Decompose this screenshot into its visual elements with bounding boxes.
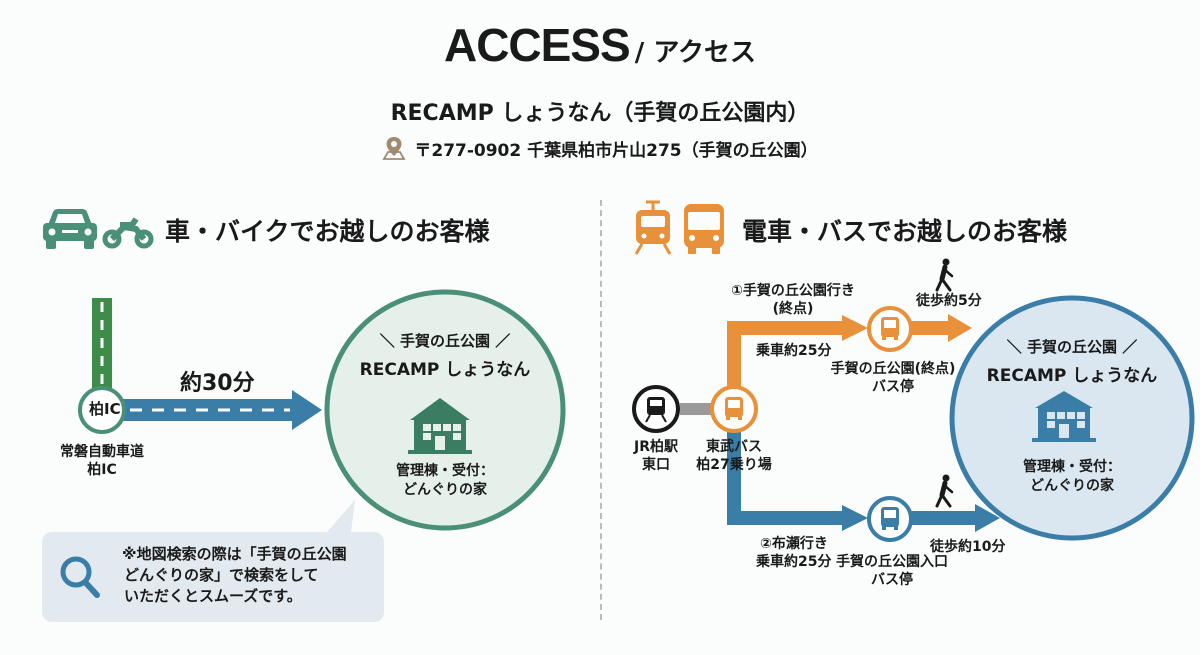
car-section-title: 車・バイクでお越しのお客様	[165, 217, 490, 246]
route1-line	[727, 321, 845, 395]
route1-ride: 乗車約25分	[756, 343, 832, 359]
car-route-diagram	[78, 289, 566, 540]
note-line1: ※地図検索の際は「手賀の丘公園	[122, 545, 347, 563]
route1-walking-person-icon	[935, 258, 954, 292]
ic-node-label: 柏IC	[89, 400, 121, 418]
transit-building-icon	[1032, 391, 1096, 442]
train-icon	[634, 200, 672, 255]
transit-destination-caption: 管理棟・受付： どんぐりの家	[952, 458, 1192, 496]
route1-walk-line	[910, 321, 950, 335]
station-label-line1: JR柏駅	[634, 439, 678, 455]
motorcycle-icon	[102, 217, 154, 249]
transit-section-icons	[634, 200, 724, 255]
bus-terminal-label-line1: 東武バス	[706, 439, 762, 455]
transit-destination: ＼ 手賀の丘公園 ／ RECAMP しょうなん 管理棟・受付： どんぐりの家	[952, 336, 1192, 496]
bus-icon	[684, 204, 724, 254]
route2-stop-label: 手賀の丘公園入口 バス停	[834, 553, 950, 589]
map-search-note: ※地図検索の際は「手賀の丘公園 どんぐりの家」で検索をして いただくとスムーズで…	[42, 532, 384, 622]
transit-destination-sub: ＼ 手賀の丘公園 ／	[1006, 338, 1138, 356]
address-text: 〒277-0902 千葉県柏市片山275（手賀の丘公園）	[414, 140, 818, 161]
building-icon	[408, 398, 472, 454]
route2-bus-icon	[881, 507, 899, 530]
title-sub: / アクセス	[634, 38, 757, 68]
station-connector	[680, 403, 716, 415]
transit-destination-caption-line2: どんぐりの家	[1030, 477, 1114, 494]
route2-ride: 乗車約25分	[756, 554, 832, 570]
bus-terminal-label: 東武バス 柏27乗り場	[692, 438, 776, 474]
route2-walk-arrow	[975, 504, 1000, 532]
route2-walk-line	[910, 511, 978, 525]
route2-walking-person-icon	[935, 474, 954, 508]
route1-stop-line1: 手賀の丘公園(終点)	[830, 361, 956, 377]
transit-destination-name: RECAMP しょうなん	[986, 366, 1158, 386]
route2-walk: 徒歩約10分	[930, 539, 1006, 555]
route-arrow-head	[292, 390, 322, 430]
route1-stop-line2: バス停	[872, 379, 914, 396]
car-destination: ＼ 手賀の丘公園 ／ RECAMP しょうなん 管理棟・受付： どんぐりの家	[327, 330, 563, 500]
destination-caption: 管理棟・受付： どんぐりの家	[327, 462, 563, 500]
route1-bus-icon	[881, 317, 899, 340]
route2-label: ②布瀬行き	[760, 536, 828, 552]
note-text: ※地図検索の際は「手賀の丘公園 どんぐりの家」で検索をして いただくとスムーズで…	[122, 544, 347, 607]
route1-walk: 徒歩約5分	[916, 293, 982, 309]
terminal-bus-icon	[725, 397, 743, 420]
route2-arrow	[842, 505, 868, 531]
route1-stop-label: 手賀の丘公園(終点) バス停	[828, 360, 958, 396]
destination-name: RECAMP しょうなん	[359, 360, 531, 380]
car-section-icons	[43, 209, 154, 249]
search-icon	[60, 556, 100, 598]
route2-line	[727, 430, 845, 525]
ic-caption-line2: 柏IC	[87, 462, 117, 479]
transit-section-title: 電車・バスでお越しのお客様	[742, 217, 1068, 246]
facility-name: RECAMP しょうなん（手賀の丘公園内）	[390, 101, 810, 126]
note-tail	[320, 500, 355, 540]
car-duration: 約30分	[180, 371, 255, 396]
map-pin-icon	[382, 137, 406, 160]
station-label-line2: 東口	[642, 457, 670, 474]
ic-caption-line1: 常磐自動車道	[60, 444, 144, 460]
route2-stop-line2: バス停	[871, 572, 913, 589]
note-line3: いただくとスムーズです。	[124, 587, 302, 605]
car-icon	[43, 209, 97, 249]
destination-sub: ＼ 手賀の丘公園 ／	[379, 332, 511, 350]
address: 〒277-0902 千葉県柏市片山275（手賀の丘公園）	[0, 135, 1200, 161]
ic-caption: 常磐自動車道 柏IC	[50, 443, 154, 479]
route2-stop-line1: 手賀の丘公園入口	[836, 554, 948, 570]
route1-label: ①手賀の丘公園行き (終点)	[728, 282, 858, 318]
destination-caption-line1: 管理棟・受付：	[396, 463, 494, 479]
note-line2: どんぐりの家」で検索をして	[124, 566, 319, 584]
route1-arrow	[842, 315, 868, 341]
destination-caption-line2: どんぐりの家	[403, 481, 487, 498]
transit-destination-caption-line1: 管理棟・受付：	[1023, 459, 1121, 475]
title-main: ACCESS	[443, 19, 631, 71]
station-label: JR柏駅 東口	[620, 438, 692, 474]
page-title: ACCESS / アクセス	[0, 18, 1200, 72]
section-divider	[600, 200, 602, 620]
route1-label-line2: (終点)	[772, 301, 814, 318]
route1-label-line1: ①手賀の丘公園行き	[731, 283, 855, 299]
route1-walk-arrow	[948, 314, 972, 342]
station-train-icon	[645, 397, 667, 423]
ic-node	[78, 386, 126, 434]
bus-terminal-label-line2: 柏27乗り場	[696, 457, 772, 474]
